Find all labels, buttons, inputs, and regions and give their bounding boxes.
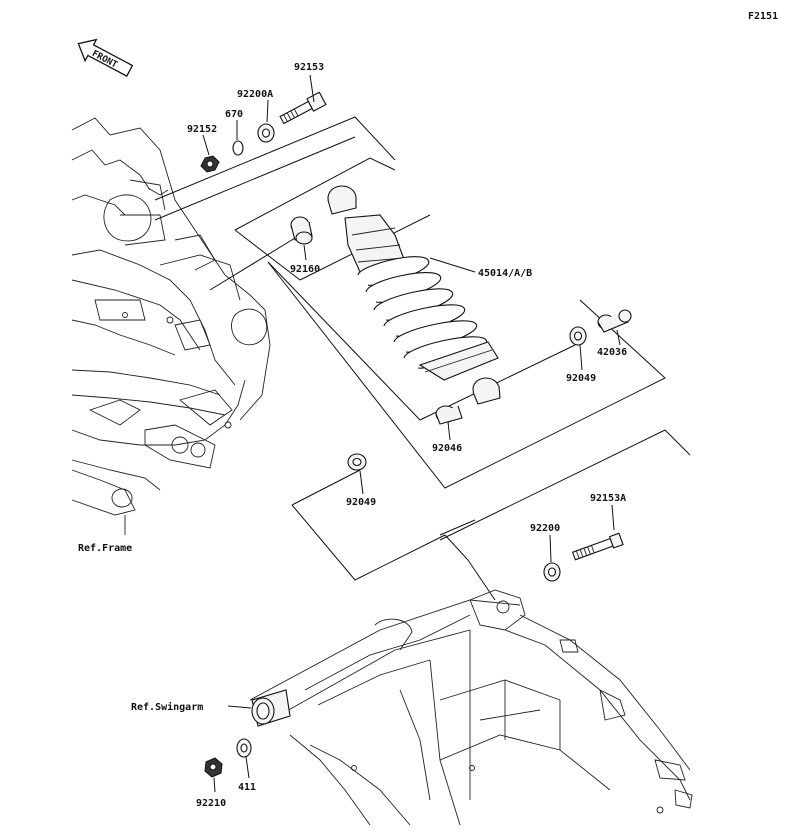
front-arrow-icon: FRONT: [77, 38, 134, 78]
leader-92200A: [266, 99, 269, 123]
leader-92200: [549, 534, 552, 563]
leader-92160: [303, 244, 307, 261]
leader-92152: [202, 134, 210, 156]
leader-ref-swingarm: [227, 705, 252, 709]
label-92160: 92160: [290, 264, 320, 275]
label-42036: 42036: [597, 347, 627, 358]
washer-411: [236, 738, 252, 758]
label-92152: 92152: [187, 124, 217, 135]
bolt-92153: [279, 91, 327, 125]
label-45014: 45014/A/B: [478, 268, 532, 279]
frame-drawing: [71, 117, 271, 535]
leader-92049-right: [579, 344, 583, 371]
ring-670: [232, 140, 244, 156]
leader-45014: [429, 257, 476, 273]
label-92153A: 92153A: [590, 493, 626, 504]
nut-92152: [200, 155, 220, 173]
leader-411: [245, 756, 250, 779]
swingarm-pivot-tube: [251, 689, 291, 727]
washer-92049-right: [569, 326, 587, 346]
bushing-92160: [290, 216, 313, 245]
leader-92049-left: [359, 470, 364, 495]
nut-92210: [204, 757, 223, 778]
leader-92153A: [611, 504, 615, 531]
label-411: 411: [238, 782, 256, 793]
bushing-92046: [435, 405, 463, 425]
front-label: FRONT: [90, 49, 119, 71]
label-92049-right: 92049: [566, 373, 596, 384]
leader-92046: [447, 421, 451, 441]
label-670: 670: [225, 109, 243, 120]
leader-lines-top: [154, 116, 691, 601]
shock-absorber-45014: [327, 185, 501, 405]
label-ref-swingarm: Ref.Swingarm: [131, 701, 203, 713]
washer-92049-left: [347, 453, 367, 471]
label-ref-frame: Ref.Frame: [78, 543, 132, 554]
bolt-92153A: [571, 532, 624, 561]
label-92200A: 92200A: [237, 89, 273, 100]
leader-92153: [309, 74, 315, 103]
label-92049-left: 92049: [346, 497, 376, 508]
label-92210: 92210: [196, 798, 226, 809]
swingarm-drawing: [249, 589, 693, 826]
label-92046: 92046: [432, 443, 462, 454]
leader-92210: [213, 777, 216, 793]
label-92200: 92200: [530, 523, 560, 534]
collar-42036: [597, 309, 632, 333]
washer-92200: [543, 562, 561, 582]
washer-92200A: [257, 123, 275, 143]
figure-id: F2151: [748, 11, 778, 22]
label-92153: 92153: [294, 62, 324, 73]
leader-42036: [616, 329, 621, 346]
